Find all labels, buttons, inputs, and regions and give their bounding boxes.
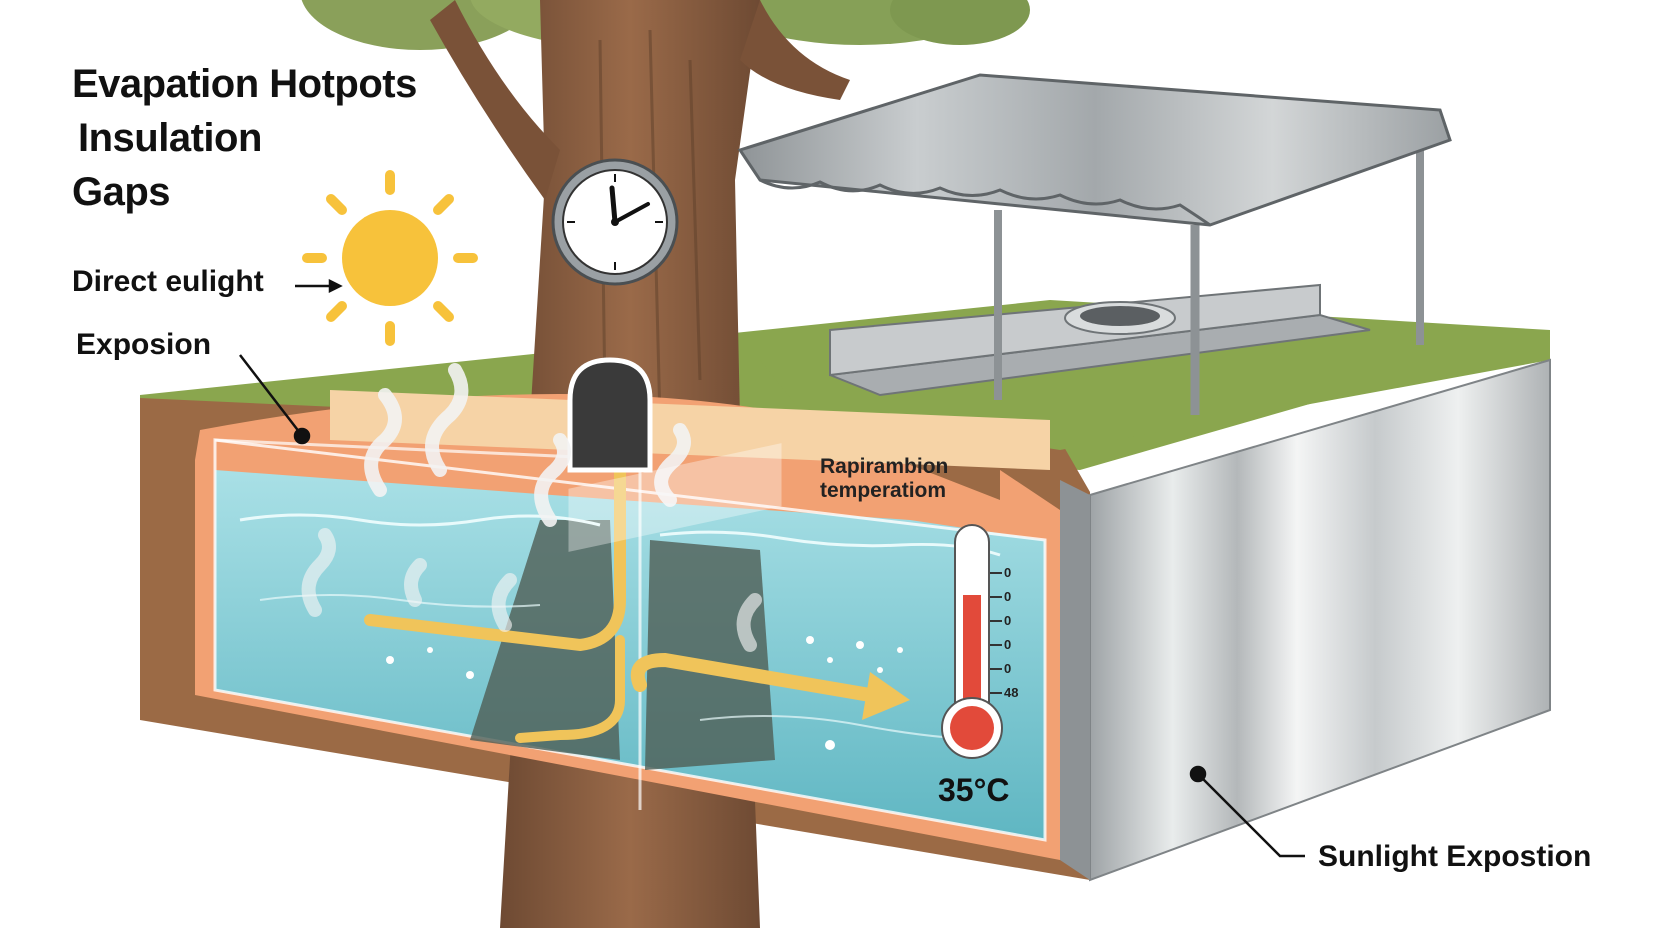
- title-line-2: Insulation: [78, 116, 262, 160]
- glass-divider: [568, 443, 782, 552]
- thermo-tick-3: 0: [1004, 613, 1012, 628]
- thermo-tick-6: 48: [1004, 685, 1019, 700]
- temperature-reading: 35°C: [938, 772, 1010, 808]
- shade-canopy-icon: [737, 73, 1452, 415]
- callout-exposion: Exposion: [76, 328, 212, 361]
- tank-label-line-2: temperatiom: [820, 479, 947, 502]
- metal-block: [1060, 358, 1551, 882]
- thermo-tick-1: 0: [1004, 565, 1012, 580]
- thermo-tick-4: 0: [1004, 637, 1012, 652]
- thermo-tick-2: 0: [1004, 589, 1012, 604]
- trunk-opening: [567, 357, 653, 473]
- steam-icon: [301, 363, 762, 652]
- callout-sunlight-exposition: Sunlight Expostion: [1318, 840, 1592, 873]
- leader-lines: [239, 278, 1305, 858]
- title-line-1: Evapation Hotpots: [72, 62, 417, 106]
- clock-icon: [551, 158, 679, 286]
- tank-label-line-1: Rapirambion: [820, 455, 949, 478]
- sun-icon: [302, 170, 478, 346]
- flow-arrow-icon: [364, 414, 910, 743]
- thermo-tick-5: 0: [1004, 661, 1012, 676]
- callout-direct-sunlight: Direct eulight: [72, 265, 264, 298]
- title-line-3: Gaps: [72, 170, 171, 214]
- thermometer-icon: [941, 524, 1003, 759]
